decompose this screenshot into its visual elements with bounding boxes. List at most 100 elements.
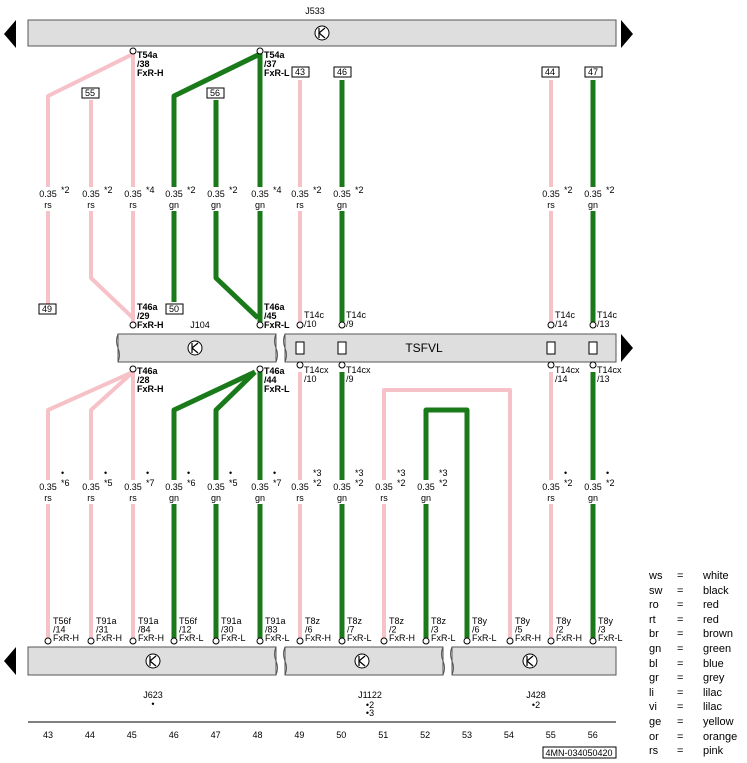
wire-note: *7 [273, 478, 282, 488]
legend-row: rs=pink [649, 744, 723, 758]
pin-label: T14c/10 [304, 310, 325, 329]
legend-code: ro [649, 599, 659, 612]
wire-label-bg [333, 187, 355, 211]
legend-name: brown [703, 628, 733, 641]
wire-label-bg [333, 480, 355, 504]
svg-text:44: 44 [545, 67, 555, 77]
wire-color: gn [337, 200, 347, 210]
wire-note: • [187, 468, 190, 478]
wire-note: *2 [187, 185, 196, 195]
wire-color: rs [547, 200, 555, 210]
grid-number: 53 [462, 730, 472, 740]
wire-size: 0.35 [251, 482, 269, 492]
bottom-pin-label: FxR-L [431, 633, 456, 643]
wire-size: 0.35 [542, 482, 560, 492]
legend-code: ge [649, 716, 662, 728]
legend-row: gr=grey [649, 671, 724, 685]
bottom-pin-label: FxR-H [305, 633, 331, 643]
bottom-pin-label: /6 [305, 625, 313, 635]
legend-row: bl=blue [649, 657, 724, 671]
wire-size: 0.35 [124, 189, 142, 199]
left-arrow-icon [4, 647, 16, 675]
tsfvl-bar [284, 333, 617, 363]
wire-size: 0.35 [207, 482, 225, 492]
grid-number: 55 [546, 730, 556, 740]
legend-row: gn=green [649, 642, 731, 656]
bottom-pin-label: FxR-H [53, 633, 79, 643]
legend-code: sw [649, 584, 663, 597]
wire-note: *5 [104, 478, 113, 488]
pin-label: T14cx/13 [597, 365, 622, 384]
grid-number: 49 [294, 730, 304, 740]
legend-code: rt [649, 613, 656, 626]
legend-row: or=orange [649, 730, 737, 744]
legend-code: bl [649, 657, 658, 670]
legend-row: vi=lilac [649, 700, 722, 714]
wire-size: 0.35 [39, 189, 57, 199]
wire-note: • [104, 468, 107, 478]
legend-name: green [703, 643, 732, 655]
bottom-pin-label: T91a [265, 616, 286, 626]
wire-color: rs [44, 200, 52, 210]
svg-text:50: 50 [169, 304, 179, 314]
legend-name: pink [703, 745, 724, 758]
wire-color: rs [380, 493, 388, 503]
legend-name: grey [703, 672, 725, 685]
legend-eq: = [677, 657, 684, 670]
wire-label-bg [165, 187, 187, 211]
wire-color: gn [588, 493, 598, 503]
j623-note: • [151, 699, 154, 709]
pin-label: T14cx/9 [346, 365, 371, 384]
wire-label-bg [39, 480, 61, 504]
grid-number: 44 [85, 730, 95, 740]
svg-text:55: 55 [85, 88, 95, 98]
ref-box: 55 [81, 87, 100, 99]
svg-text:47: 47 [588, 67, 598, 77]
bottom-pin-label: FxR-H [556, 633, 582, 643]
legend-eq: = [677, 599, 684, 612]
connector-points [44, 47, 597, 645]
wire-label-bg [82, 187, 104, 211]
wire-color: rs [296, 200, 304, 210]
legend-code: gr [649, 672, 659, 685]
bottom-pin-label: T8z [431, 616, 447, 626]
ref-box: 43 [291, 66, 310, 78]
wire-note: *2 [564, 478, 573, 488]
wire-color: rs [129, 200, 137, 210]
wire-note: *2 [355, 478, 364, 488]
wire-size: 0.35 [333, 482, 351, 492]
tsfvl-pins [295, 341, 598, 355]
bottom-pin-label: FxR-L [221, 633, 246, 643]
wire-note: *5 [229, 478, 238, 488]
pin-label: T14c/13 [597, 310, 618, 329]
grid-number: 52 [420, 730, 430, 740]
wire-label-bg [291, 480, 313, 504]
wire-size: 0.35 [375, 482, 393, 492]
legend-code: ws [649, 570, 663, 582]
wire-color: rs [44, 493, 52, 503]
grid-number: 54 [504, 730, 514, 740]
bottom-pin-label: FxR-L [472, 633, 497, 643]
bottom-pin-label: FxR-L [347, 633, 372, 643]
wire-note: *2 [229, 185, 238, 195]
ref-box: 49 [38, 303, 57, 315]
legend-eq: = [677, 570, 684, 582]
bottom-pin-label: /3 [431, 625, 439, 635]
wire-note: *6 [61, 478, 70, 488]
wire-color: rs [87, 200, 95, 210]
bottom-pin-label: /3 [598, 625, 606, 635]
j428-note: •2 [532, 700, 540, 710]
bottom-pin-label: FxR-L [179, 633, 204, 643]
wire-label-bg [207, 480, 229, 504]
bottom-pin-label: /7 [347, 625, 355, 635]
ref-box: 50 [165, 303, 184, 315]
bottom-pin-label: /31 [96, 625, 109, 635]
wire-label-bg [165, 480, 187, 504]
wire-note: *2 [439, 478, 448, 488]
legend-row: ge=yellow [649, 715, 734, 729]
